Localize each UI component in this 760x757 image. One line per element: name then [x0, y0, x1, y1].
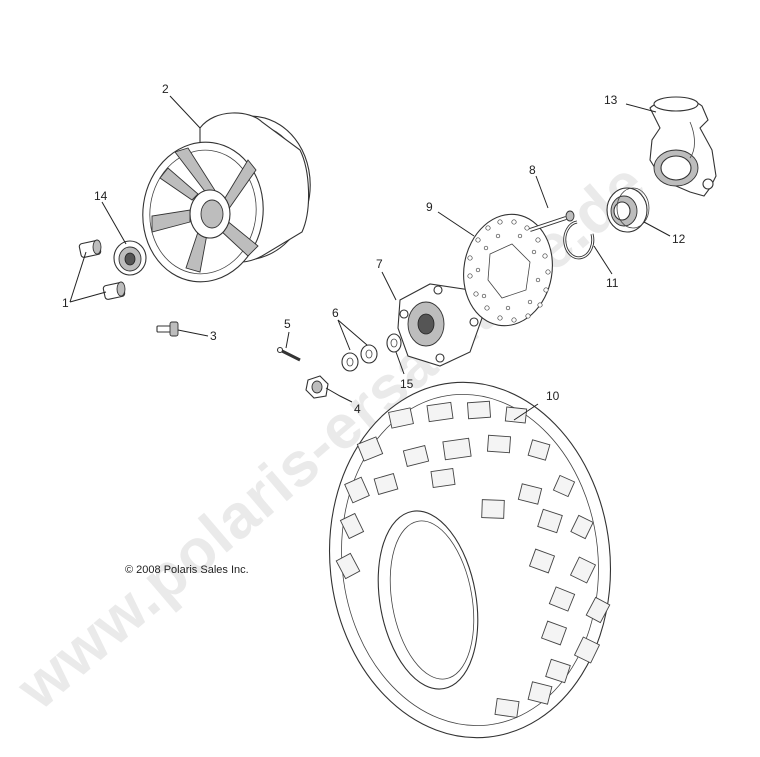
callout-11: 11: [606, 276, 619, 290]
tire: [328, 381, 612, 739]
disc-bolt: [529, 210, 575, 232]
lug-nuts: [78, 239, 126, 300]
callout-7: 7: [376, 257, 383, 271]
spacer-washer: [386, 333, 402, 353]
wheel-bearing: [606, 187, 650, 233]
callout-13: 13: [604, 93, 618, 107]
callout-10: 10: [546, 389, 560, 403]
callout-14: 14: [94, 189, 108, 203]
callout-9: 9: [426, 200, 433, 214]
center-cap: [113, 240, 147, 276]
callout-12: 12: [672, 232, 686, 246]
castle-nut: [305, 375, 329, 399]
callout-4: 4: [354, 402, 361, 416]
leader-lines: [69, 95, 671, 421]
brake-disc: [463, 213, 553, 327]
wheel-rim: [142, 112, 311, 283]
callout-3: 3: [210, 329, 217, 343]
wheel-hub: [397, 283, 483, 367]
washers: [341, 344, 378, 372]
callout-6: 6: [332, 306, 339, 320]
copyright-text: © 2008 Polaris Sales Inc.: [125, 564, 249, 576]
callout-2: 2: [162, 82, 169, 96]
snap-ring: [563, 220, 595, 260]
steering-knuckle: [649, 96, 717, 197]
cotter-pin: [276, 346, 301, 362]
callout-1: 1: [62, 296, 69, 310]
callout-15: 15: [400, 377, 414, 391]
callout-labels: 2 14 1 3 5 6 4 7 15 9 8 11 12 13 10: [62, 82, 686, 416]
callout-5: 5: [284, 317, 291, 331]
callout-8: 8: [529, 163, 536, 177]
valve-bolt: [156, 321, 179, 337]
